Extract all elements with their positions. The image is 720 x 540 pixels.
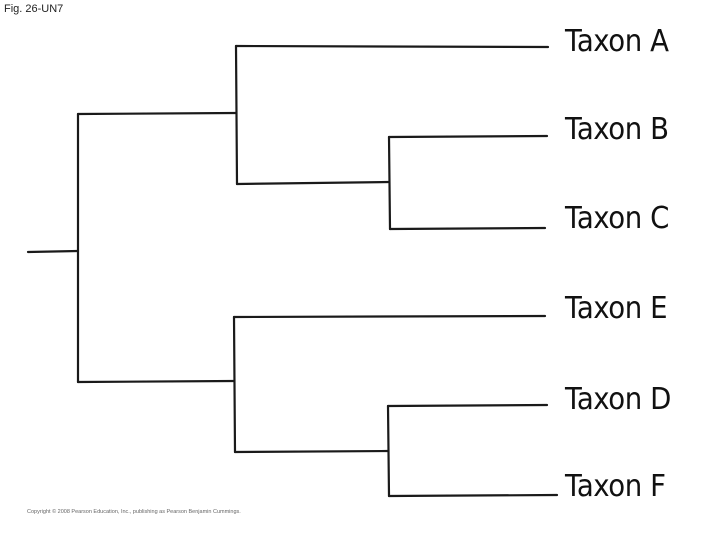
- lower-clade-node-connector: [232, 315, 237, 454]
- upper-clade-node-connector: [234, 44, 239, 186]
- bc-node-connector: [387, 135, 392, 231]
- upper-clade-branch: [76, 111, 238, 116]
- df-node-connector: [386, 404, 391, 498]
- bc-clade-branch: [235, 180, 391, 186]
- taxon-label-b: Taxon B: [565, 112, 669, 147]
- taxon-c-branch: [388, 226, 547, 231]
- taxon-label-d: Taxon D: [565, 382, 671, 417]
- taxon-label-a: Taxon A: [565, 24, 669, 59]
- taxon-e-branch: [232, 314, 547, 319]
- taxon-b-branch: [387, 134, 549, 139]
- lower-clade-branch: [76, 379, 236, 384]
- taxon-d-branch: [386, 403, 549, 408]
- root-branch: [26, 249, 80, 254]
- figure-label: Fig. 26-UN7: [4, 3, 64, 15]
- taxon-label-e: Taxon E: [565, 291, 668, 326]
- taxon-a-branch: [234, 44, 550, 49]
- copyright-notice: Copyright © 2008 Pearson Education, Inc.…: [27, 509, 241, 515]
- taxon-label-c: Taxon C: [565, 201, 669, 236]
- taxon-label-f: Taxon F: [565, 469, 666, 504]
- df-clade-branch: [233, 449, 390, 454]
- taxon-f-branch: [387, 493, 559, 498]
